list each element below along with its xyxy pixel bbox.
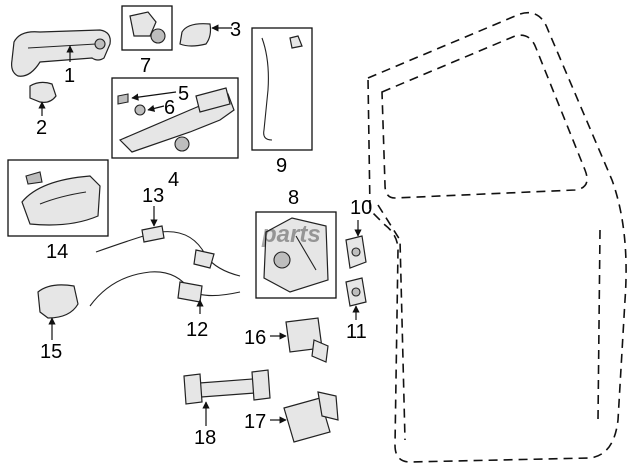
callout-18: 18 xyxy=(194,427,216,449)
door-latch xyxy=(255,211,337,299)
callout-12: 12 xyxy=(186,319,208,341)
lower-hinge xyxy=(270,391,339,443)
screw xyxy=(117,91,177,105)
callout-1: 1 xyxy=(64,65,75,87)
handle-base-assembly xyxy=(111,77,239,159)
callout-4: 4 xyxy=(168,169,179,191)
callout-10: 10 xyxy=(350,197,372,219)
handle-cover xyxy=(29,81,57,116)
rear-door-outline xyxy=(367,11,627,463)
upper-hinge xyxy=(270,317,329,363)
key-cylinder-kit xyxy=(121,5,173,51)
handle-bezel xyxy=(37,284,79,340)
callout-8: 8 xyxy=(288,187,299,209)
callout-3: 3 xyxy=(230,19,241,41)
callout-16: 16 xyxy=(244,327,266,349)
callout-14: 14 xyxy=(46,241,68,263)
grommet xyxy=(134,104,165,116)
latch-bracket xyxy=(345,220,367,269)
callout-11: 11 xyxy=(346,321,367,343)
callout-17: 17 xyxy=(244,411,266,433)
outer-door-handle xyxy=(11,29,111,77)
callout-2: 2 xyxy=(36,117,47,139)
inside-handle-cable xyxy=(89,271,241,314)
callout-15: 15 xyxy=(40,341,62,363)
lock-cable xyxy=(95,206,241,277)
watermark: parts xyxy=(261,221,321,248)
door-striker xyxy=(345,277,367,320)
callout-13: 13 xyxy=(142,185,164,207)
callout-5: 5 xyxy=(178,83,189,105)
callout-7: 7 xyxy=(140,55,151,77)
callout-6: 6 xyxy=(164,97,175,119)
handle-gasket xyxy=(179,23,232,47)
inside-handle xyxy=(7,159,109,237)
callout-9: 9 xyxy=(276,155,287,177)
door-check xyxy=(183,369,271,426)
lock-rod xyxy=(251,27,313,151)
